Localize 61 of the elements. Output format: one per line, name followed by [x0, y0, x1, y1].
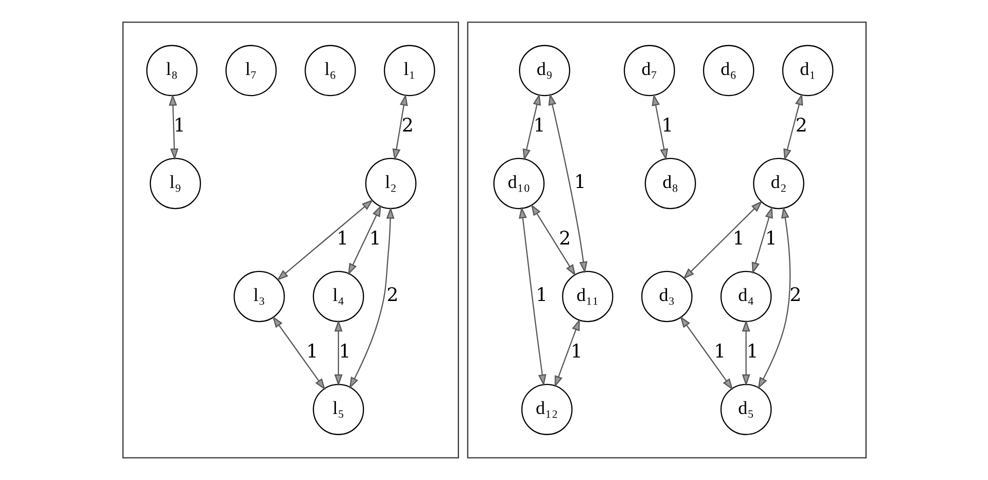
arrow: [272, 316, 325, 390]
edge-label: 1: [570, 341, 582, 362]
edge-label: 1: [338, 341, 350, 362]
arrow: [782, 93, 803, 161]
arrow: [168, 94, 178, 160]
arrow: [757, 206, 790, 389]
edge-label: 1: [713, 341, 726, 362]
node-circle: d₁₁: [562, 270, 613, 322]
arrow: [548, 93, 587, 274]
edge-label: 2: [386, 284, 398, 306]
arrow: [276, 199, 373, 281]
arrow: [348, 204, 381, 276]
node-circle: l₂: [364, 158, 416, 210]
edge-label: 2: [789, 284, 801, 306]
edge-label: 1: [336, 228, 348, 250]
node-circle: d₁: [782, 44, 833, 96]
arrow: [334, 320, 342, 386]
cluster: [122, 22, 458, 458]
arrow: [530, 204, 576, 276]
edge-label: 1: [173, 115, 185, 136]
edge-label: 2: [794, 115, 807, 136]
arrow: [392, 94, 408, 160]
node-circle: d₅: [720, 384, 772, 436]
node-circle: l₁: [383, 44, 435, 96]
edge-label: 1: [306, 341, 318, 362]
arrow: [651, 94, 668, 160]
edge-label: 1: [368, 228, 381, 250]
arrow: [680, 316, 733, 390]
node-circle: d₇: [623, 44, 675, 96]
arrow: [682, 200, 762, 280]
node-circle: d₂: [752, 158, 804, 210]
arrow: [518, 206, 546, 386]
node-circle: d₄: [720, 270, 772, 322]
edge-label: 2: [558, 228, 570, 250]
node-circle: d₆: [702, 44, 754, 96]
edge-label: 1: [746, 341, 758, 362]
arrow: [348, 207, 394, 389]
node-circle: d₁₀: [492, 158, 544, 210]
node-circle: l₈: [146, 44, 198, 96]
node-circle: l₇: [224, 44, 276, 96]
edge-label: 1: [764, 228, 777, 250]
arrow: [751, 206, 772, 274]
node-circle: l₄: [312, 270, 364, 322]
edge-label: 1: [532, 115, 545, 136]
edge-label: 1: [535, 284, 548, 306]
node-circle: d₁₂: [520, 384, 572, 436]
edge-label: 1: [661, 115, 673, 136]
edge-label: 1: [574, 172, 586, 193]
node-circle: l₃: [233, 270, 284, 322]
node-circle: l₆: [304, 44, 356, 96]
node-circle: l₉: [149, 158, 200, 210]
node-circle: d₃: [640, 270, 692, 322]
node-circle: l₅: [312, 384, 364, 436]
edge-label: 1: [732, 228, 744, 250]
edge-label: 2: [401, 115, 414, 136]
cluster: [466, 22, 866, 458]
node-circle: d₈: [644, 158, 696, 210]
node-circle: d₉: [518, 44, 570, 96]
arrow: [741, 320, 750, 386]
arrow: [554, 318, 580, 388]
arrow: [522, 93, 540, 161]
